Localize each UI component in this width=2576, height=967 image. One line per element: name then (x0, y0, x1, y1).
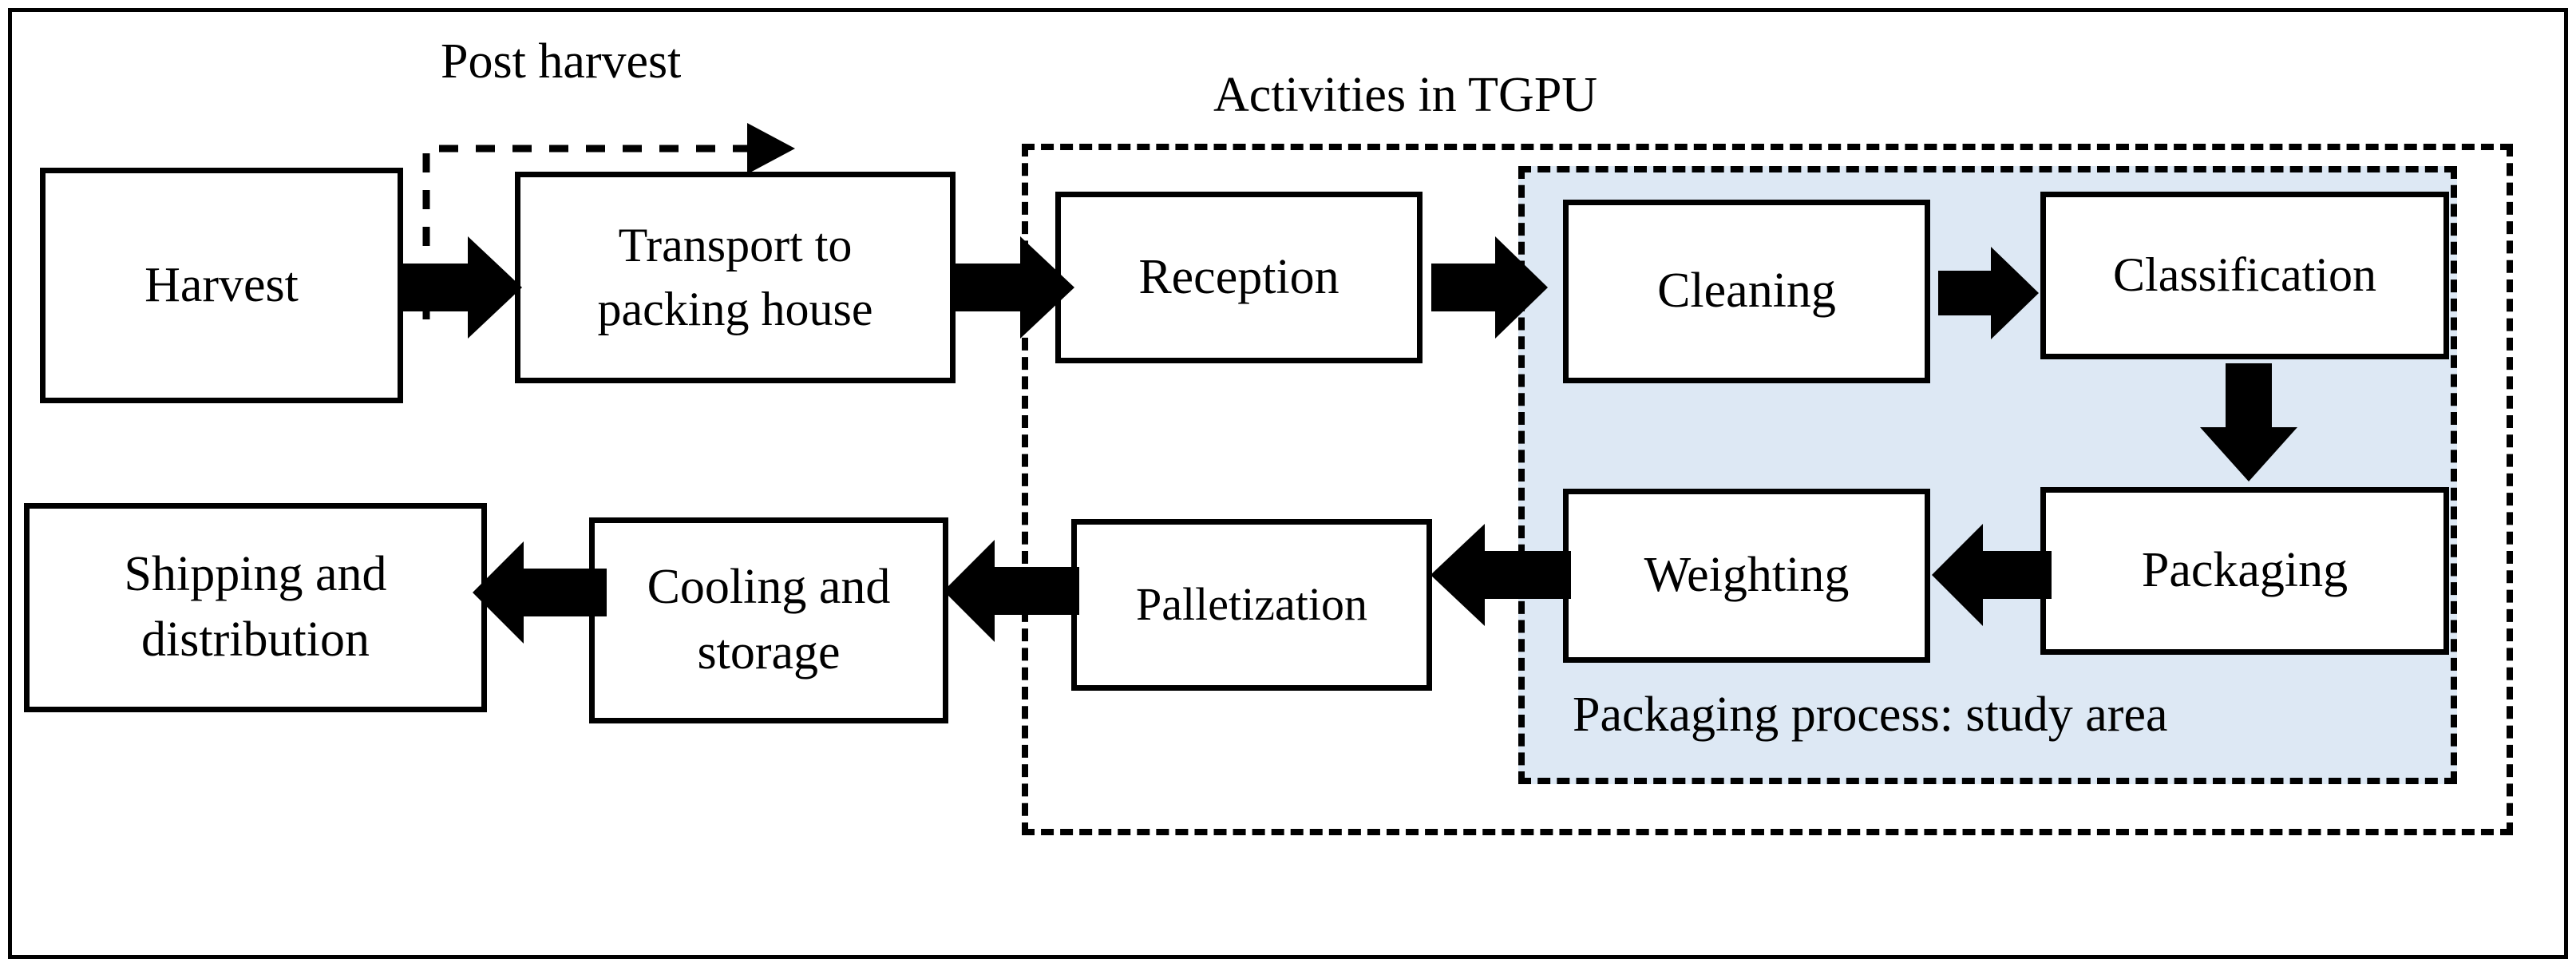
node-transport-label: Transport to packing house (528, 214, 942, 340)
node-shipping-line2: distribution (141, 612, 370, 667)
node-classification-label: Classification (2113, 248, 2376, 302)
study-area-label: Packaging process: study area (1573, 688, 2168, 742)
node-harvest[interactable]: Harvest (40, 168, 403, 403)
arrow-harvest-to-transport (398, 232, 525, 343)
node-shipping-and-distribution[interactable]: Shipping and distribution (24, 503, 487, 712)
node-weighting-label: Weighting (1644, 548, 1850, 603)
node-cooling-line1: Cooling and (647, 560, 891, 615)
post-harvest-dashed-arrow (399, 120, 814, 331)
node-weighting[interactable]: Weighting (1563, 489, 1930, 663)
arrow-cooling-to-shipping (471, 537, 607, 648)
arrow-cleaning-to-classification (1938, 244, 2042, 343)
node-reception-label: Reception (1138, 249, 1339, 304)
arrow-classification-to-packaging (2197, 363, 2301, 483)
node-shipping-label: Shipping and distribution (38, 542, 473, 673)
node-packaging-label: Packaging (2141, 543, 2348, 598)
post-harvest-label: Post harvest (441, 34, 682, 89)
node-cleaning[interactable]: Cleaning (1563, 200, 1930, 383)
arrow-transport-to-reception (950, 232, 1078, 343)
node-packaging[interactable]: Packaging (2040, 487, 2449, 655)
node-reception[interactable]: Reception (1055, 192, 1423, 363)
node-transport-line2: packing house (597, 282, 873, 335)
figure-outer-border (8, 8, 2568, 959)
node-classification[interactable]: Classification (2040, 192, 2449, 359)
node-palletization-label: Palletization (1136, 578, 1367, 631)
arrow-reception-to-cleaning (1431, 232, 1551, 343)
node-palletization[interactable]: Palletization (1071, 519, 1432, 691)
node-cleaning-label: Cleaning (1657, 264, 1836, 319)
node-transport-line1: Transport to (618, 219, 853, 272)
tgpu-zone-label: Activities in TGPU (1213, 68, 1598, 122)
node-harvest-label: Harvest (144, 257, 299, 312)
node-shipping-line1: Shipping and (124, 547, 387, 602)
node-transport-to-packing-house[interactable]: Transport to packing house (515, 172, 956, 383)
node-cooling-and-storage[interactable]: Cooling and storage (589, 517, 948, 723)
arrow-packaging-to-weighting (1930, 519, 2052, 631)
node-cooling-label: Cooling and storage (603, 555, 935, 686)
arrow-palletization-to-cooling (942, 535, 1079, 647)
node-cooling-line2: storage (697, 625, 841, 680)
arrow-weighting-to-palletization (1429, 519, 1571, 631)
tgpu-activities-zone (1022, 144, 2513, 835)
